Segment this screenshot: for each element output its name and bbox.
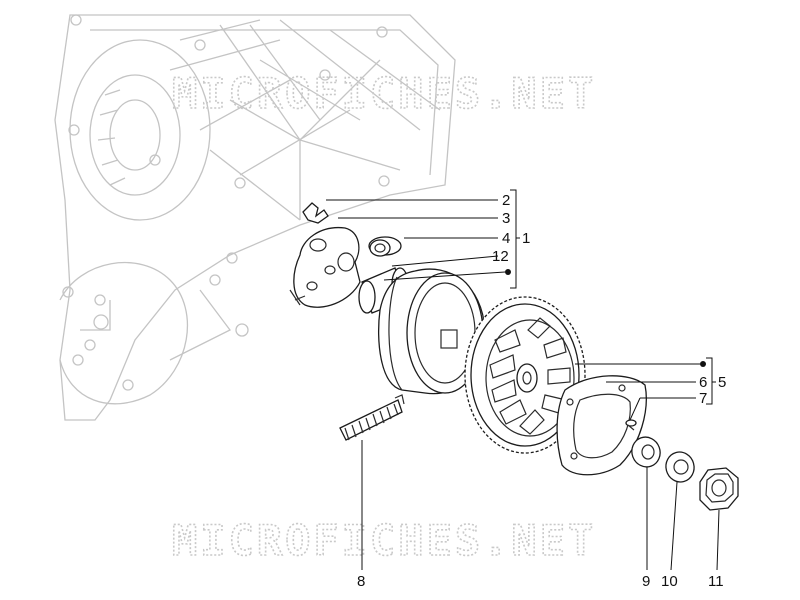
callout-1: 1 [522,230,530,247]
part-4-bushing [368,236,402,257]
part-9-washer [631,436,661,468]
movable-pulley-half [377,268,486,395]
part-10-washer [665,451,695,483]
part-3-ramp-plate [289,227,361,308]
callout-labels: 2 3 4 1 12 6 5 7 8 9 10 11 [357,192,726,590]
part-11-nut [699,467,739,511]
callout-11: 11 [708,573,724,590]
callout-4: 4 [502,230,510,247]
callout-2: 2 [502,192,510,209]
engine-casing [54,14,456,421]
fan-pulley-with-ring-gear [464,296,586,454]
callout-6: 6 [699,374,707,391]
watermark-top: MICROFICHES.NET [172,69,596,118]
callout-5: 5 [718,374,726,391]
watermark-bottom: MICROFICHES.NET [172,516,596,565]
callout-3: 3 [502,210,510,227]
part-7-screw [625,419,637,431]
part-8-rollers [339,394,405,441]
callout-10: 10 [661,573,678,590]
callout-7: 7 [699,390,707,407]
leader-lines [326,189,720,571]
part-6-plate [556,375,647,476]
part-2-ramp-slider [302,202,329,224]
callout-12: 12 [492,248,509,265]
callout-8: 8 [357,573,365,590]
callout-9: 9 [642,573,650,590]
